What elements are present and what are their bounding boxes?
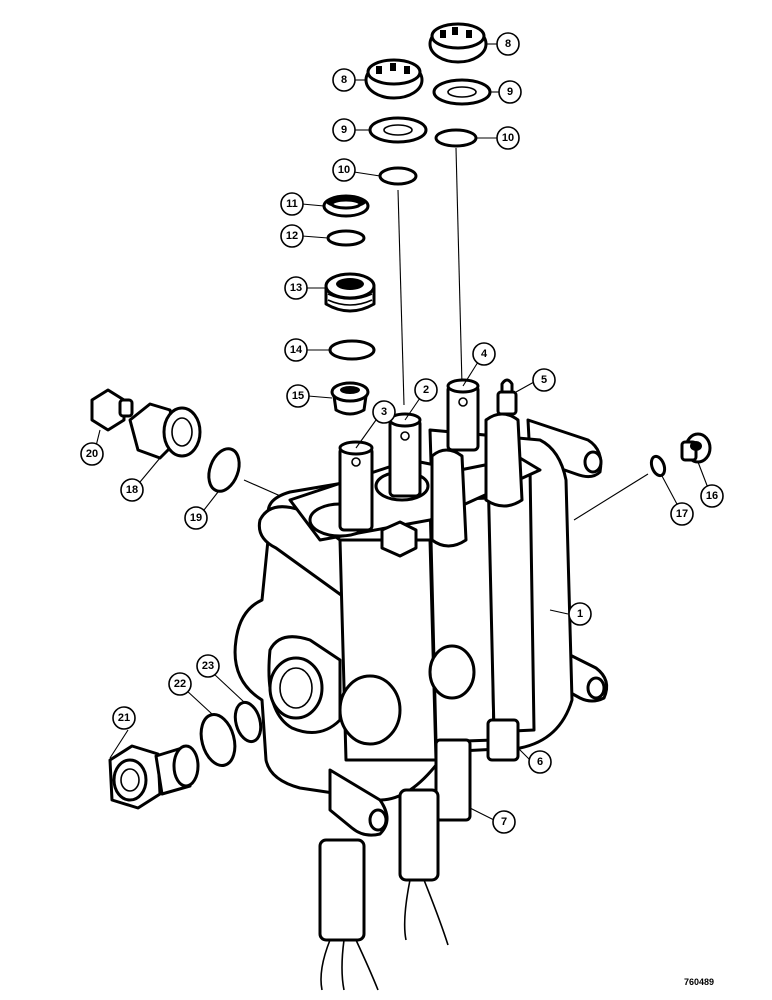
- callout-11: 11: [280, 192, 304, 216]
- spool-4: [446, 378, 480, 452]
- svg-text:23: 23: [202, 660, 214, 672]
- callout-23: 23: [196, 654, 220, 678]
- callout-22: 22: [168, 672, 192, 696]
- svg-text:13: 13: [290, 282, 302, 294]
- svg-text:16: 16: [706, 490, 718, 502]
- relief-caps: [430, 412, 524, 548]
- callout-6: 6: [528, 750, 552, 774]
- grease-fitting: [496, 378, 518, 416]
- callout-10-left: 10: [332, 158, 356, 182]
- svg-text:20: 20: [86, 448, 98, 460]
- svg-text:12: 12: [286, 230, 298, 242]
- callout-21: 21: [112, 706, 136, 730]
- callout-20: 20: [80, 442, 104, 466]
- callout-2: 2: [414, 378, 438, 402]
- svg-text:9: 9: [507, 86, 513, 98]
- svg-text:4: 4: [481, 348, 488, 360]
- callout-13: 13: [284, 276, 308, 300]
- callout-8-right: 8: [496, 32, 520, 56]
- callout-12: 12: [280, 224, 304, 248]
- svg-text:5: 5: [541, 374, 547, 386]
- callout-18: 18: [120, 478, 144, 502]
- svg-text:8: 8: [341, 74, 347, 86]
- callout-19: 19: [184, 506, 208, 530]
- svg-text:10: 10: [338, 164, 350, 176]
- callout-9-right: 9: [498, 80, 522, 104]
- exploded-parts: [322, 22, 492, 416]
- svg-text:8: 8: [505, 38, 511, 50]
- callout-7: 7: [492, 810, 516, 834]
- svg-text:19: 19: [190, 512, 202, 524]
- bottom-spools: [318, 718, 520, 991]
- callout-leaders: [95, 43, 709, 821]
- svg-text:17: 17: [676, 508, 688, 520]
- svg-text:21: 21: [118, 712, 130, 724]
- callouts: 1 2 3 4 5 6 7 8 8 9 9 10 10 11 12 13 14 …: [80, 32, 724, 834]
- svg-text:11: 11: [286, 198, 298, 210]
- spool-2: [388, 412, 422, 498]
- svg-text:18: 18: [126, 484, 138, 496]
- svg-text:1: 1: [577, 608, 583, 620]
- callout-1: 1: [568, 602, 592, 626]
- callout-10-right: 10: [496, 126, 520, 150]
- figure-id: 760489: [684, 977, 714, 987]
- callout-15: 15: [286, 384, 310, 408]
- callout-16: 16: [700, 484, 724, 508]
- svg-text:6: 6: [537, 756, 543, 768]
- svg-text:7: 7: [501, 816, 507, 828]
- alignment-lines: [243, 147, 649, 521]
- callout-3: 3: [372, 400, 396, 424]
- svg-text:9: 9: [341, 124, 347, 136]
- callout-8-left: 8: [332, 68, 356, 92]
- svg-text:22: 22: [174, 678, 186, 690]
- callout-9-left: 9: [332, 118, 356, 142]
- svg-text:14: 14: [290, 344, 303, 356]
- svg-text:2: 2: [423, 384, 429, 396]
- callout-5: 5: [532, 368, 556, 392]
- spool-3: [338, 440, 374, 532]
- svg-text:15: 15: [292, 390, 304, 402]
- svg-text:3: 3: [381, 406, 387, 418]
- callout-14: 14: [284, 338, 308, 362]
- callout-17: 17: [670, 502, 694, 526]
- svg-text:10: 10: [502, 132, 514, 144]
- callout-4: 4: [472, 342, 496, 366]
